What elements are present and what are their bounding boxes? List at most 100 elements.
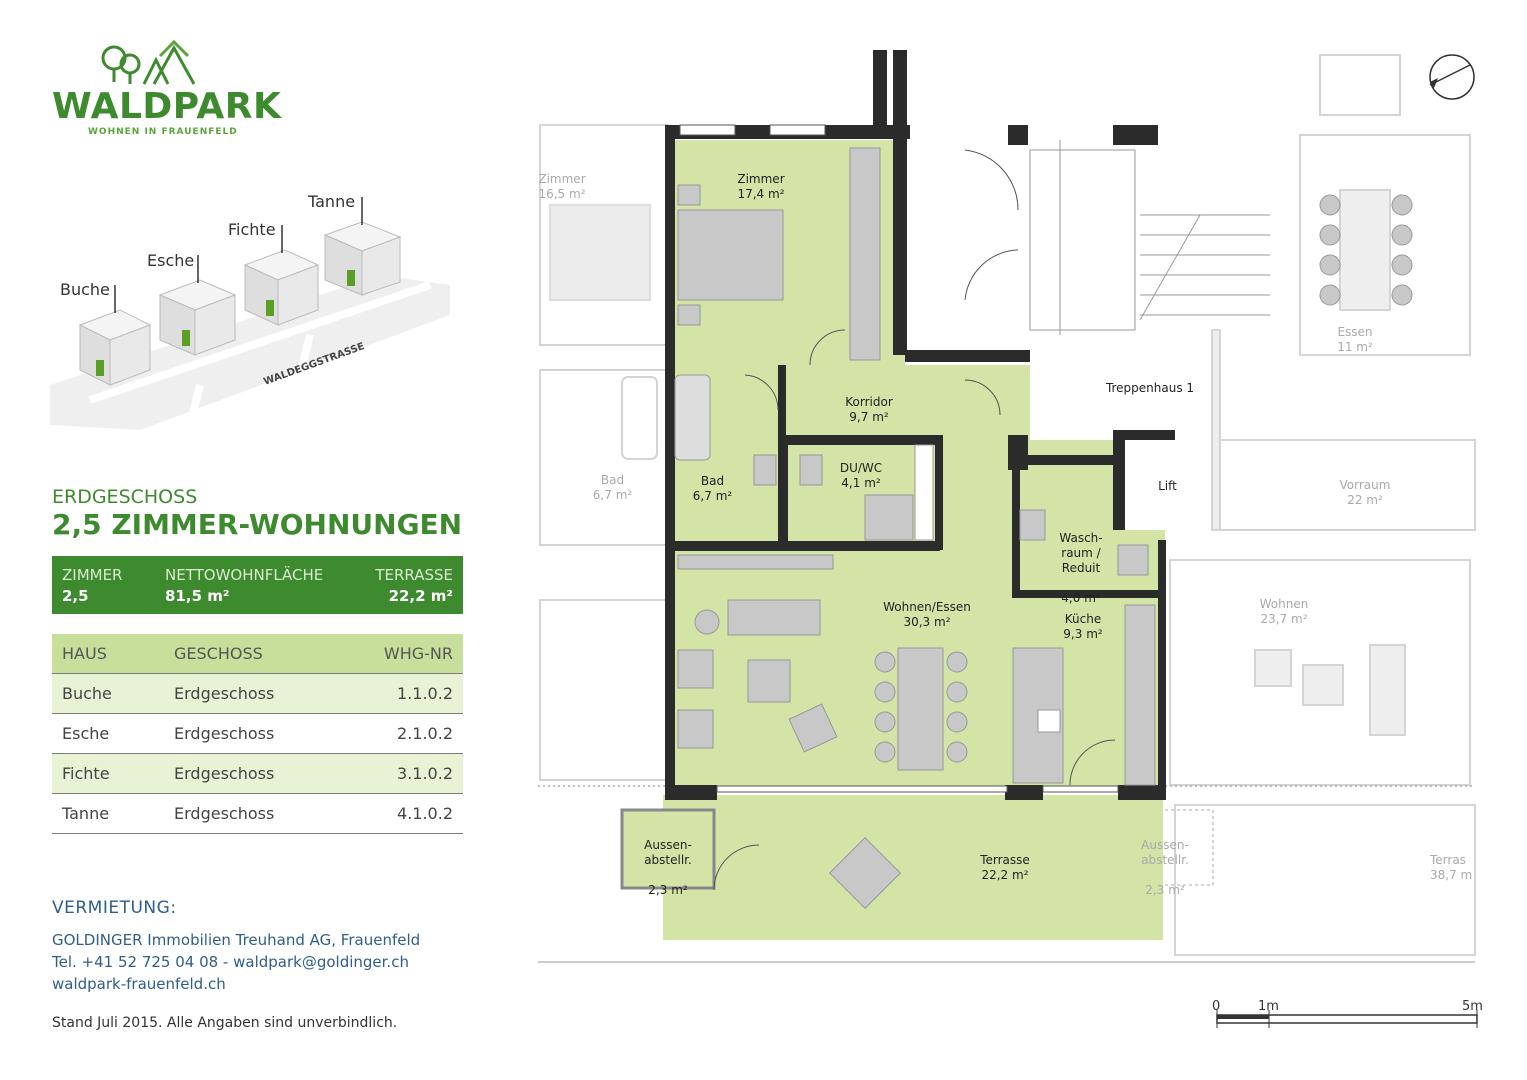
brand-tagline: WOHNEN IN FRAUENFELD [88, 127, 238, 137]
door-swings [713, 149, 1116, 891]
room-label-du-wc: DU/WC 4,1 m² [832, 461, 890, 491]
rental-phone-email[interactable]: Tel. +41 52 725 04 08 - waldpark@golding… [52, 953, 409, 971]
room-label-bad: Bad 6,7 m² [685, 474, 740, 504]
room-name: Essen [1337, 325, 1373, 339]
neighbour-label-wohnen: Wohnen 23,7 m² [1254, 597, 1314, 627]
room-area: 2,3 m² [648, 883, 688, 897]
units-table: HAUS GESCHOSS WHG-NR Buche Erdgeschoss 1… [52, 634, 463, 834]
table-row: Esche Erdgeschoss 2.1.0.2 [52, 713, 463, 754]
cell-geschoss: Erdgeschoss [164, 673, 336, 714]
neighbour-label-aussenabstellraum: Aussen- abstellr. 2,3 m² [1130, 823, 1200, 913]
stairwell [905, 125, 1270, 355]
building-tanne [323, 221, 402, 296]
table-row: Fichte Erdgeschoss 3.1.0.2 [52, 753, 463, 794]
room-name: Küche [1064, 612, 1102, 626]
scale-five: 5m [1462, 999, 1483, 1014]
scale-bar: 0 1m 5m [1212, 999, 1483, 1028]
disclaimer: Stand Juli 2015. Alle Angaben sind unver… [52, 1015, 398, 1031]
waldpark-logo-icon [101, 40, 196, 85]
rooms-label: ZIMMER [62, 566, 123, 584]
room-area: 4,1 m² [841, 476, 881, 490]
room-name: Aussen- abstellr. [1141, 838, 1189, 867]
room-label-aussenabstellraum: Aussen- abstellr. 2,3 m² [633, 823, 703, 913]
cell-haus: Esche [52, 713, 164, 754]
neighbour-label-essen: Essen 11 m² [1325, 325, 1385, 355]
terrace-value: 22,2 m² [388, 587, 453, 605]
room-name: Wasch- raum / Reduit [1059, 531, 1103, 575]
summary-bar: ZIMMER 2,5 NETTOWOHNFLÄCHE 81,5 m² TERRA… [52, 556, 463, 614]
area-value: 81,5 m² [165, 587, 230, 605]
room-name: Zimmer [737, 172, 785, 186]
building-buche [78, 309, 152, 386]
room-name: Terras [1430, 853, 1466, 867]
room-area: 17,4 m² [737, 187, 785, 201]
floor-title: ERDGESCHOSS [52, 486, 198, 508]
cell-haus: Buche [52, 673, 164, 714]
house-label-tanne: Tanne [308, 192, 356, 211]
room-area: 30,3 m² [903, 615, 951, 629]
table-row: Buche Erdgeschoss 1.1.0.2 [52, 673, 463, 714]
room-label-zimmer: Zimmer 17,4 m² [728, 172, 794, 202]
neighbour-label-terrasse: Terras 38,7 m [1430, 853, 1480, 883]
house-label-esche: Esche [147, 251, 195, 270]
cell-haus: Fichte [52, 753, 164, 794]
building-esche [158, 279, 237, 356]
neighbour-label-vorraum: Vorraum 22 m² [1330, 478, 1400, 508]
rental-website-link[interactable]: waldpark-frauenfeld.ch [52, 975, 226, 993]
furniture [620, 147, 1156, 910]
header-whg-nr: WHG-NR [335, 634, 463, 674]
room-area: 6,7 m² [692, 489, 733, 503]
room-name: Korridor [845, 395, 893, 409]
room-label-kueche: Küche 9,3 m² [1053, 612, 1113, 642]
scale-zero: 0 [1212, 999, 1220, 1014]
room-area: 9,7 m² [849, 410, 889, 424]
lift-label: Lift [1158, 479, 1177, 493]
cell-haus: Tanne [52, 793, 164, 834]
header-geschoss: GESCHOSS [164, 634, 336, 674]
room-label-waschraum: Wasch- raum / Reduit 4,0 m² [1051, 516, 1111, 621]
building-fichte [243, 249, 320, 326]
room-name: Vorraum [1339, 478, 1391, 492]
room-area: 22 m² [1347, 493, 1383, 507]
room-name: Zimmer [538, 172, 586, 186]
area-label: NETTOWOHNFLÄCHE [165, 566, 324, 584]
room-area: 22,2 m² [981, 868, 1029, 882]
house-label-fichte: Fichte [228, 220, 276, 239]
neighbour-units [539, 54, 1476, 956]
cell-whg-nr: 4.1.0.2 [335, 793, 463, 834]
room-area: 4,0 m² [1061, 591, 1101, 605]
room-label-wohnen-essen: Wohnen/Essen 30,3 m² [872, 600, 982, 630]
dining-chairs [694, 194, 1413, 763]
cell-geschoss: Erdgeschoss [164, 713, 336, 754]
room-area: 38,7 m [1430, 868, 1473, 882]
room-label-terrasse: Terrasse 22,2 m² [970, 853, 1040, 883]
room-area: 9,3 m² [1063, 627, 1103, 641]
cell-whg-nr: 3.1.0.2 [335, 753, 463, 794]
room-name: DU/WC [839, 461, 883, 475]
room-label-korridor: Korridor 9,7 m² [836, 395, 902, 425]
cell-whg-nr: 2.1.0.2 [335, 713, 463, 754]
room-area: 23,7 m² [1260, 612, 1308, 626]
brand-name: WALDPARK [52, 86, 282, 127]
header-haus: HAUS [52, 634, 164, 674]
table-header-row: HAUS GESCHOSS WHG-NR [52, 634, 463, 674]
scale-one: 1m [1258, 999, 1279, 1014]
room-name: Aussen- abstellr. [644, 838, 692, 867]
room-name: Bad [600, 473, 625, 487]
room-area: 2,3 m² [1145, 883, 1185, 897]
unit-type-title: 2,5 ZIMMER-WOHNUNGEN [52, 508, 463, 541]
north-arrow-icon [1429, 54, 1475, 100]
cell-whg-nr: 1.1.0.2 [335, 673, 463, 714]
stairwell-label: Treppenhaus 1 [1105, 381, 1195, 395]
room-name: Wohnen/Essen [883, 600, 971, 614]
windows [679, 124, 1119, 793]
cell-geschoss: Erdgeschoss [164, 753, 336, 794]
neighbour-label-zimmer: Zimmer 16,5 m² [532, 172, 592, 202]
room-area: 11 m² [1337, 340, 1373, 354]
room-name: Bad [700, 474, 725, 488]
lift-shaft [1125, 440, 1165, 530]
room-area: 6,7 m² [592, 488, 633, 502]
room-area: 16,5 m² [538, 187, 586, 201]
terrace-label: TERRASSE [375, 566, 453, 584]
